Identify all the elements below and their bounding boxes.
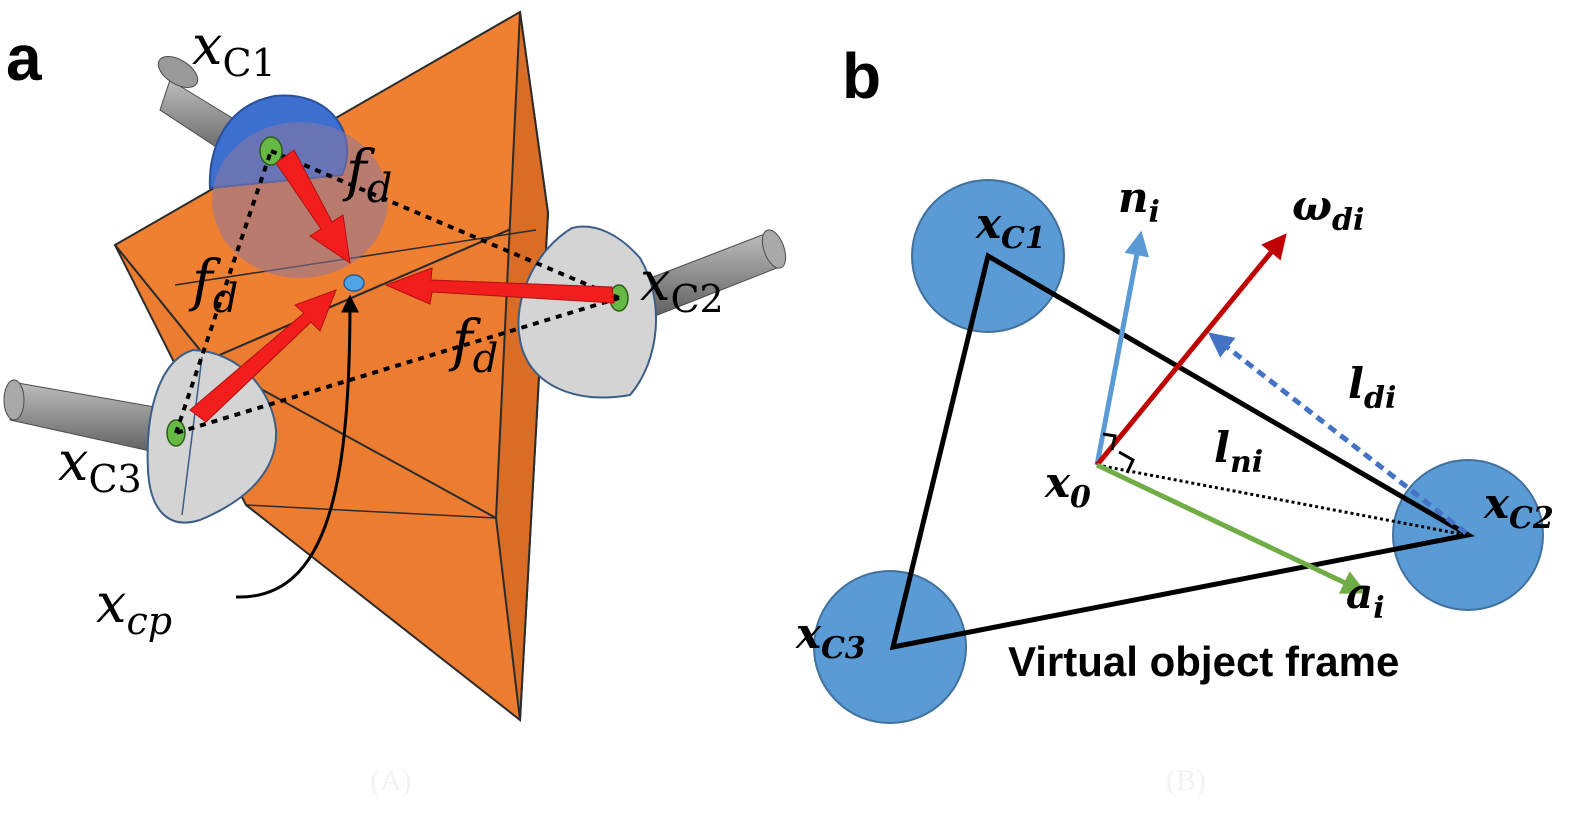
force-arrows: [189, 149, 615, 423]
right-angle-mark-1: [1102, 432, 1117, 451]
right-angle-mark-2: [1118, 450, 1135, 474]
prism-side-face: [494, 11, 550, 721]
panel-b: b xC1 xC2 xC3 x0 ni ωdi ldi lni ai Virtu…: [795, 40, 1554, 797]
label-xc1: xC1: [192, 14, 276, 85]
omega-di-arrow: [1095, 233, 1287, 467]
panel-a-letter: a: [6, 22, 42, 94]
force-arrow-c1: [275, 149, 351, 265]
contact-circle-c3: [813, 570, 967, 724]
label-omega-di: ωdi: [1292, 181, 1364, 238]
label-xc2: xC2: [640, 250, 724, 321]
panel-b-letter: b: [842, 40, 881, 112]
virtual-object-frame-label: Virtual object frame: [1008, 638, 1399, 685]
lni-line: [1096, 463, 1467, 537]
xcp-pointer-curve: [235, 294, 359, 599]
label-ai: ai: [1346, 569, 1385, 626]
prism-edge-3: [245, 504, 497, 519]
center-point-xcp: [343, 274, 365, 292]
panel-a: a: [3, 10, 787, 797]
virtual-object-triangle: [889, 252, 1476, 651]
label-ldi: ldi: [1348, 359, 1396, 416]
label-b-xc1: xC1: [975, 199, 1046, 256]
contact-triangle: [174, 149, 620, 435]
panel-a-caption: (A): [370, 764, 412, 797]
finger-c3: [3, 348, 278, 524]
label-ni: ni: [1118, 173, 1160, 230]
label-xc3: xC3: [58, 430, 142, 501]
ldi-arrow: [1208, 332, 1468, 535]
label-x0: x0: [1044, 458, 1091, 515]
label-xcp: xcp: [96, 572, 172, 643]
panel-b-caption: (B): [1166, 764, 1206, 797]
label-lni: lni: [1214, 423, 1263, 480]
ai-arrow: [1095, 462, 1367, 594]
label-b-xc3: xC3: [795, 609, 866, 666]
ni-arrow: [1094, 230, 1150, 466]
force-arrow-c3: [189, 289, 337, 423]
force-arrow-c2: [384, 267, 615, 305]
label-b-xc2: xC2: [1483, 479, 1554, 536]
